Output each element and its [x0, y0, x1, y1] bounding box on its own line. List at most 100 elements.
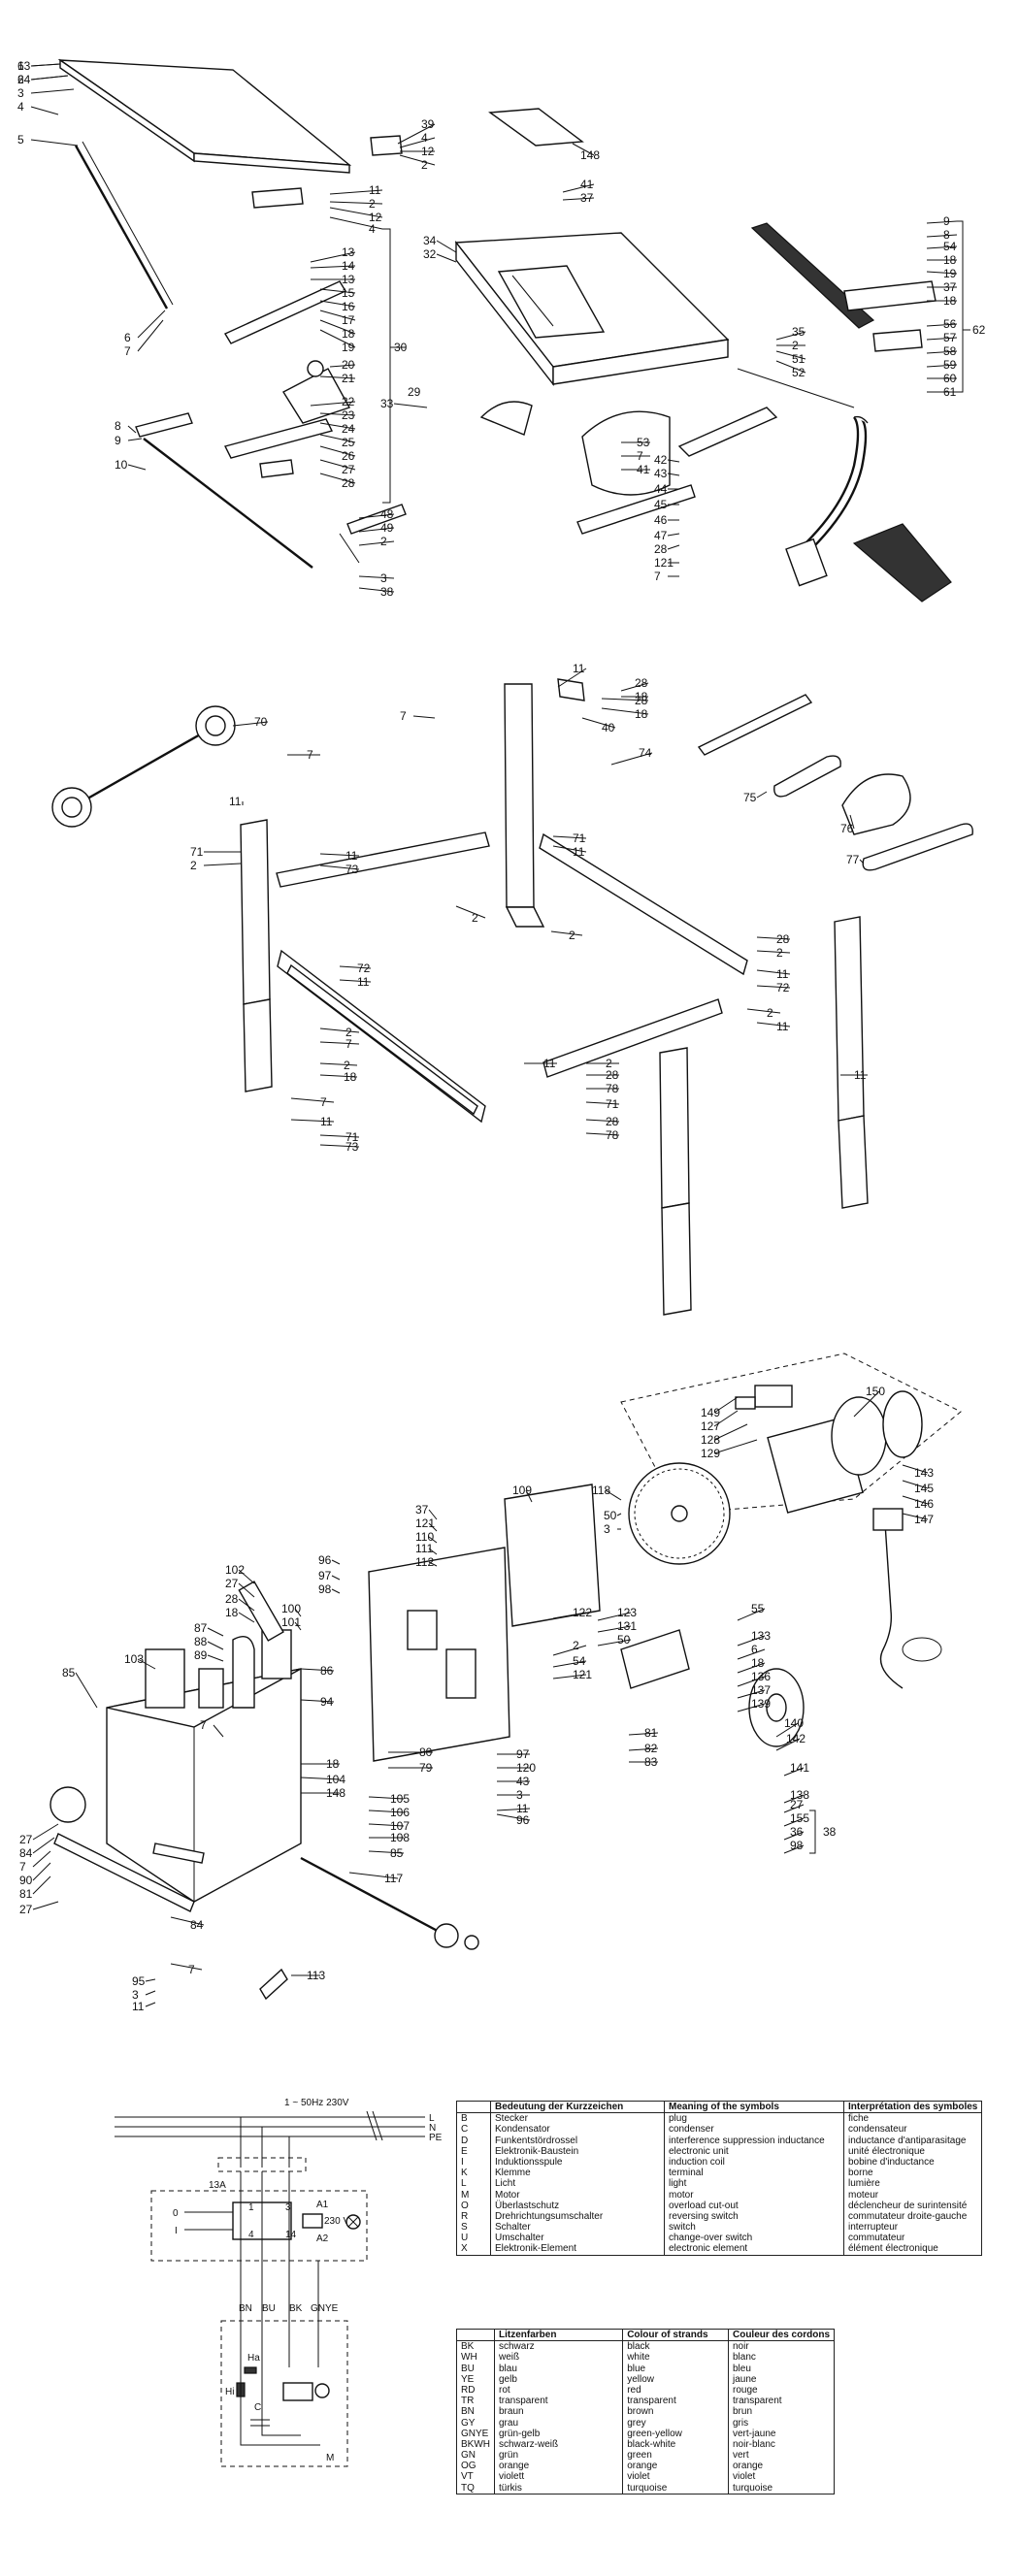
- callout-leader: [605, 1489, 622, 1501]
- stand-rail-side: [276, 831, 490, 888]
- callout-leader: [319, 319, 356, 335]
- callout-leader: [319, 1027, 360, 1033]
- callout-leader: [368, 1810, 405, 1813]
- callout-26: 26: [342, 449, 355, 463]
- callout-leader: [319, 864, 360, 870]
- callout-leader: [393, 403, 428, 408]
- callout-15: 15: [342, 286, 355, 300]
- sym-fr-row: fiche: [848, 2113, 870, 2125]
- callout-leader: [30, 75, 69, 81]
- callout-leader: [902, 1480, 929, 1489]
- sym-de-row: Licht: [495, 2178, 516, 2190]
- col-de-row: grün: [499, 2450, 519, 2462]
- callout-leader: [207, 1627, 224, 1637]
- sym-en-row: terminal: [669, 2168, 704, 2179]
- callout-leader: [294, 1608, 302, 1617]
- col-codes-row: WH: [461, 2352, 477, 2364]
- callout-121: 121: [654, 556, 674, 570]
- col-de-row: türkis: [499, 2482, 522, 2494]
- colours-header-en: Colour of strands: [622, 2328, 729, 2342]
- callout-leader: [926, 337, 958, 341]
- callout-49: 49: [380, 521, 394, 535]
- callout-4: 4: [17, 100, 24, 114]
- callout-leader: [412, 715, 436, 719]
- col-codes-row: GY: [461, 2417, 476, 2429]
- callout-leader: [552, 835, 587, 839]
- col-fr-row: blanc: [732, 2352, 756, 2364]
- sym-en-row: induction coil: [669, 2156, 725, 2168]
- callout-leader: [436, 253, 457, 263]
- col-fr-row: bleu: [732, 2363, 751, 2374]
- callout-leader: [616, 1513, 622, 1516]
- sym-fr-row: déclencheur de surintensité: [848, 2200, 968, 2211]
- callout-3: 3: [17, 86, 24, 100]
- sym-fr-row: élément électronique: [848, 2243, 938, 2255]
- table-top-assembly: 1234567891011212439412214841371314131516…: [17, 58, 986, 603]
- callout-leader: [358, 540, 395, 546]
- sym-de-row: Induktionsspule: [495, 2156, 563, 2168]
- symbols-header-code: [456, 2100, 491, 2114]
- callout-leader: [319, 422, 356, 430]
- callout-63: 63: [17, 59, 31, 73]
- callout-leader: [310, 401, 356, 407]
- callout-leader: [902, 1513, 929, 1520]
- callout-leader: [783, 1844, 805, 1854]
- callout-leader: [783, 1831, 805, 1841]
- callout-52: 52: [792, 366, 805, 379]
- sym-codes-row: S: [461, 2222, 468, 2234]
- callout-11: 11: [573, 845, 585, 859]
- callout-45: 45: [654, 498, 668, 511]
- callout-111: 111: [415, 1542, 434, 1555]
- callout-leader: [902, 1464, 929, 1474]
- sym-de-row: Drehrichtungsumschalter: [495, 2210, 604, 2222]
- callout-leader: [137, 319, 164, 352]
- callout-leader: [775, 1722, 799, 1738]
- callout-110: 110: [415, 1530, 434, 1544]
- callout-leader: [32, 1823, 59, 1841]
- col-codes-row: BKWH: [461, 2438, 490, 2450]
- col-de-row: violett: [499, 2471, 525, 2483]
- col-fr-row: turquoise: [732, 2482, 773, 2494]
- callout-7: 7: [400, 709, 407, 723]
- sym-en-row: light: [669, 2178, 687, 2190]
- callout-7: 7: [320, 1095, 327, 1109]
- callout-3: 3: [380, 571, 387, 585]
- callout-40: 40: [602, 721, 615, 734]
- callout-leader: [926, 350, 958, 354]
- callout-6: 6: [124, 331, 131, 344]
- callout-11: 11: [132, 2000, 145, 2013]
- callout-2: 2: [17, 73, 24, 86]
- callout-2: 2: [472, 911, 478, 925]
- sym-codes-row: B: [461, 2113, 468, 2125]
- capacitor: [754, 1385, 793, 1408]
- col-codes-row: RD: [461, 2384, 476, 2396]
- callout-leader: [926, 220, 958, 224]
- callout-7: 7: [200, 1718, 207, 1732]
- dust-extraction-hose: [805, 416, 860, 544]
- callout-30: 30: [394, 341, 408, 354]
- ring-spanner: [862, 823, 973, 871]
- col-codes-row: GN: [461, 2450, 476, 2462]
- sym-de-row: Elektronik-Element: [495, 2243, 576, 2255]
- handle-grip: [841, 773, 911, 835]
- sym-codes-row: L: [461, 2178, 467, 2190]
- callout-33: 33: [380, 397, 394, 410]
- callout-139: 139: [751, 1697, 771, 1711]
- symbols-header-fr: Interprétation des symboles: [842, 2100, 983, 2114]
- callout-leader: [737, 1676, 766, 1687]
- callout-27: 27: [225, 1577, 239, 1590]
- callout-97: 97: [318, 1569, 332, 1582]
- callout-leader: [319, 300, 356, 308]
- col-de-row: grau: [499, 2417, 519, 2429]
- callout-leader: [145, 1990, 156, 1996]
- callout-7: 7: [188, 1963, 195, 1976]
- col-codes-row: TQ: [461, 2482, 475, 2494]
- hand-wheel: [434, 1923, 459, 1948]
- sym-codes-row: M: [461, 2189, 470, 2201]
- callout-136: 136: [751, 1670, 771, 1683]
- col-de-row: schwarz-weiß: [499, 2438, 559, 2450]
